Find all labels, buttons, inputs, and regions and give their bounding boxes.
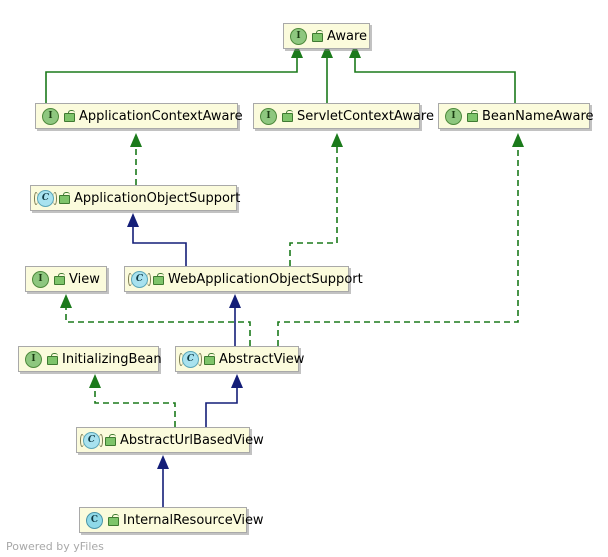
edge-servletcontextaware-to-aware: [321, 44, 333, 103]
unlocked-padlock-icon: [47, 353, 58, 365]
interface-badge-icon: I: [260, 107, 277, 125]
edge-webapplicationobjectsupport-to-servletcontextaware: [289, 133, 343, 266]
edge-internalresourceview-to-abstracturlbasedview: [157, 455, 169, 507]
interface-badge-icon: I: [290, 27, 307, 45]
abstract-class-badge-icon: C: [80, 431, 103, 449]
yfiles-watermark: Powered by yFiles: [6, 540, 104, 553]
edge-abstractview-to-webapplicationobjectsupport: [229, 294, 241, 346]
node-applicationcontextaware[interactable]: I ApplicationContextAware: [35, 103, 243, 129]
node-label: WebApplicationObjectSupport: [168, 271, 363, 287]
unlocked-padlock-icon: [204, 353, 215, 365]
edge-abstractview-to-view: [60, 294, 251, 346]
node-label: ServletContextAware: [297, 108, 434, 124]
unlocked-padlock-icon: [108, 514, 119, 526]
node-aware[interactable]: I Aware: [283, 23, 370, 49]
node-abstractview[interactable]: C AbstractView: [175, 346, 304, 372]
class-badge-icon: C: [86, 511, 103, 529]
node-applicationobjectsupport[interactable]: C ApplicationObjectSupport: [30, 185, 241, 211]
node-label: AbstractView: [219, 351, 305, 367]
node-internalresourceview[interactable]: C InternalResourceView: [79, 507, 264, 533]
unlocked-padlock-icon: [282, 110, 293, 122]
edge-webapplicationobjectsupport-to-applicationobjectsupport: [127, 213, 187, 266]
edge-abstracturlbasedview-to-initializingbean: [89, 374, 176, 427]
interface-badge-icon: I: [32, 270, 49, 288]
unlocked-padlock-icon: [59, 192, 70, 204]
interface-badge-icon: I: [25, 350, 42, 368]
node-label: InternalResourceView: [123, 512, 264, 528]
interface-badge-icon: I: [445, 107, 462, 125]
node-label: Aware: [327, 28, 368, 44]
node-label: View: [69, 271, 100, 287]
unlocked-padlock-icon: [153, 273, 164, 285]
edge-applicationobjectsupport-to-applicationcontextaware: [130, 133, 142, 185]
node-abstracturlbasedview[interactable]: C AbstractUrlBasedView: [76, 427, 264, 453]
node-label: ApplicationContextAware: [79, 108, 243, 124]
node-label: InitializingBean: [62, 351, 162, 367]
node-servletcontextaware[interactable]: I ServletContextAware: [253, 103, 434, 129]
unlocked-padlock-icon: [105, 434, 116, 446]
edge-applicationcontextaware-to-aware: [45, 44, 303, 103]
edge-abstracturlbasedview-to-abstractview: [205, 374, 243, 427]
interface-badge-icon: I: [42, 107, 59, 125]
edge-beannameaware-to-aware: [349, 44, 516, 103]
unlocked-padlock-icon: [467, 110, 478, 122]
node-label: ApplicationObjectSupport: [74, 190, 241, 206]
unlocked-padlock-icon: [312, 30, 323, 42]
abstract-class-badge-icon: C: [34, 189, 57, 207]
abstract-class-badge-icon: C: [128, 270, 151, 288]
node-initializingbean[interactable]: I InitializingBean: [18, 346, 162, 372]
edge-abstractview-to-beannameaware: [277, 133, 524, 346]
node-label: AbstractUrlBasedView: [120, 432, 264, 448]
node-label: BeanNameAware: [482, 108, 594, 124]
unlocked-padlock-icon: [54, 273, 65, 285]
node-view[interactable]: I View: [25, 266, 107, 292]
node-webapplicationobjectsupport[interactable]: C WebApplicationObjectSupport: [124, 266, 363, 292]
node-beannameaware[interactable]: I BeanNameAware: [438, 103, 594, 129]
abstract-class-badge-icon: C: [179, 350, 202, 368]
unlocked-padlock-icon: [64, 110, 75, 122]
